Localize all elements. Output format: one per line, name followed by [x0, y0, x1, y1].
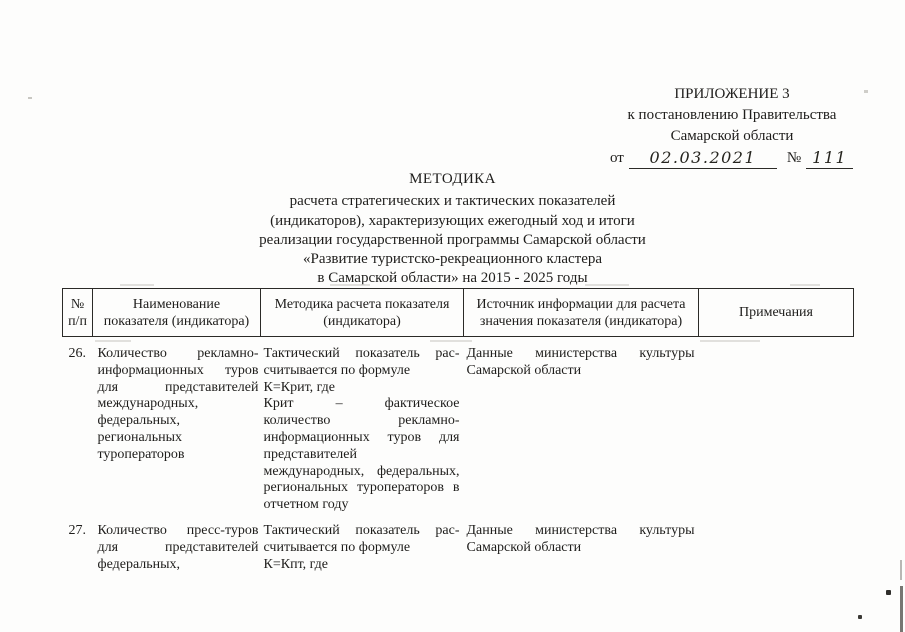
cell-calculation-method: Тактический показатель рас-считывается п… [263, 346, 460, 513]
appendix-resolution-line: к постановлению Правительства [627, 107, 837, 123]
scan-artifact-smudge [790, 284, 820, 286]
scan-artifact-smudge [95, 340, 131, 342]
scan-artifact-smudge [120, 284, 154, 286]
scan-artifact-dot [858, 615, 862, 619]
number-underline: 111 [806, 148, 854, 169]
scan-artifact-speck [28, 97, 32, 99]
scan-artifact-smudge [585, 284, 629, 286]
cell-notes [699, 514, 854, 573]
header-cell-calculation-method: Методика расчета показателя(индикатора) [260, 288, 464, 337]
handwritten-number: 111 [812, 148, 848, 167]
row-number: 26. [68, 346, 87, 361]
row-number: 27. [68, 522, 87, 538]
cell-calculation-method: Тактический показатель рас-считывается п… [263, 522, 460, 572]
scan-artifact-smudge [700, 340, 760, 342]
cell-indicator-name: Количество рекламно-информационных туров… [97, 346, 259, 462]
header-cell-notes: Примечания [698, 288, 854, 337]
cell-notes [699, 337, 854, 514]
appendix-date-line: от 02.03.2021 № 111 [610, 148, 854, 169]
scan-artifact-smudge [430, 340, 472, 342]
number-sign: № [786, 150, 802, 166]
document-title: МЕТОДИКА [409, 171, 496, 187]
table-row-26: 26. Количество рекламно-информационных т… [63, 337, 854, 514]
scan-artifact-edge-line [900, 586, 903, 632]
scan-artifact-speck [864, 90, 868, 93]
scan-artifact-dot [886, 590, 891, 595]
date-prefix: от [610, 150, 624, 166]
handwritten-date: 02.03.2021 [649, 148, 757, 167]
appendix-block: ПРИЛОЖЕНИЕ 3 к постановлению Правительст… [610, 84, 854, 169]
date-underline: 02.03.2021 [628, 148, 777, 169]
document-title-block: МЕТОДИКА расчета стратегических и тактич… [0, 170, 905, 289]
scan-artifact-edge-line [900, 560, 902, 580]
appendix-number-line: ПРИЛОЖЕНИЕ 3 [674, 86, 790, 102]
document-subtitle: расчета стратегических и тактических пок… [259, 193, 646, 287]
appendix-region-line: Самарской области [670, 128, 794, 144]
scan-artifact-smudge [330, 284, 370, 286]
